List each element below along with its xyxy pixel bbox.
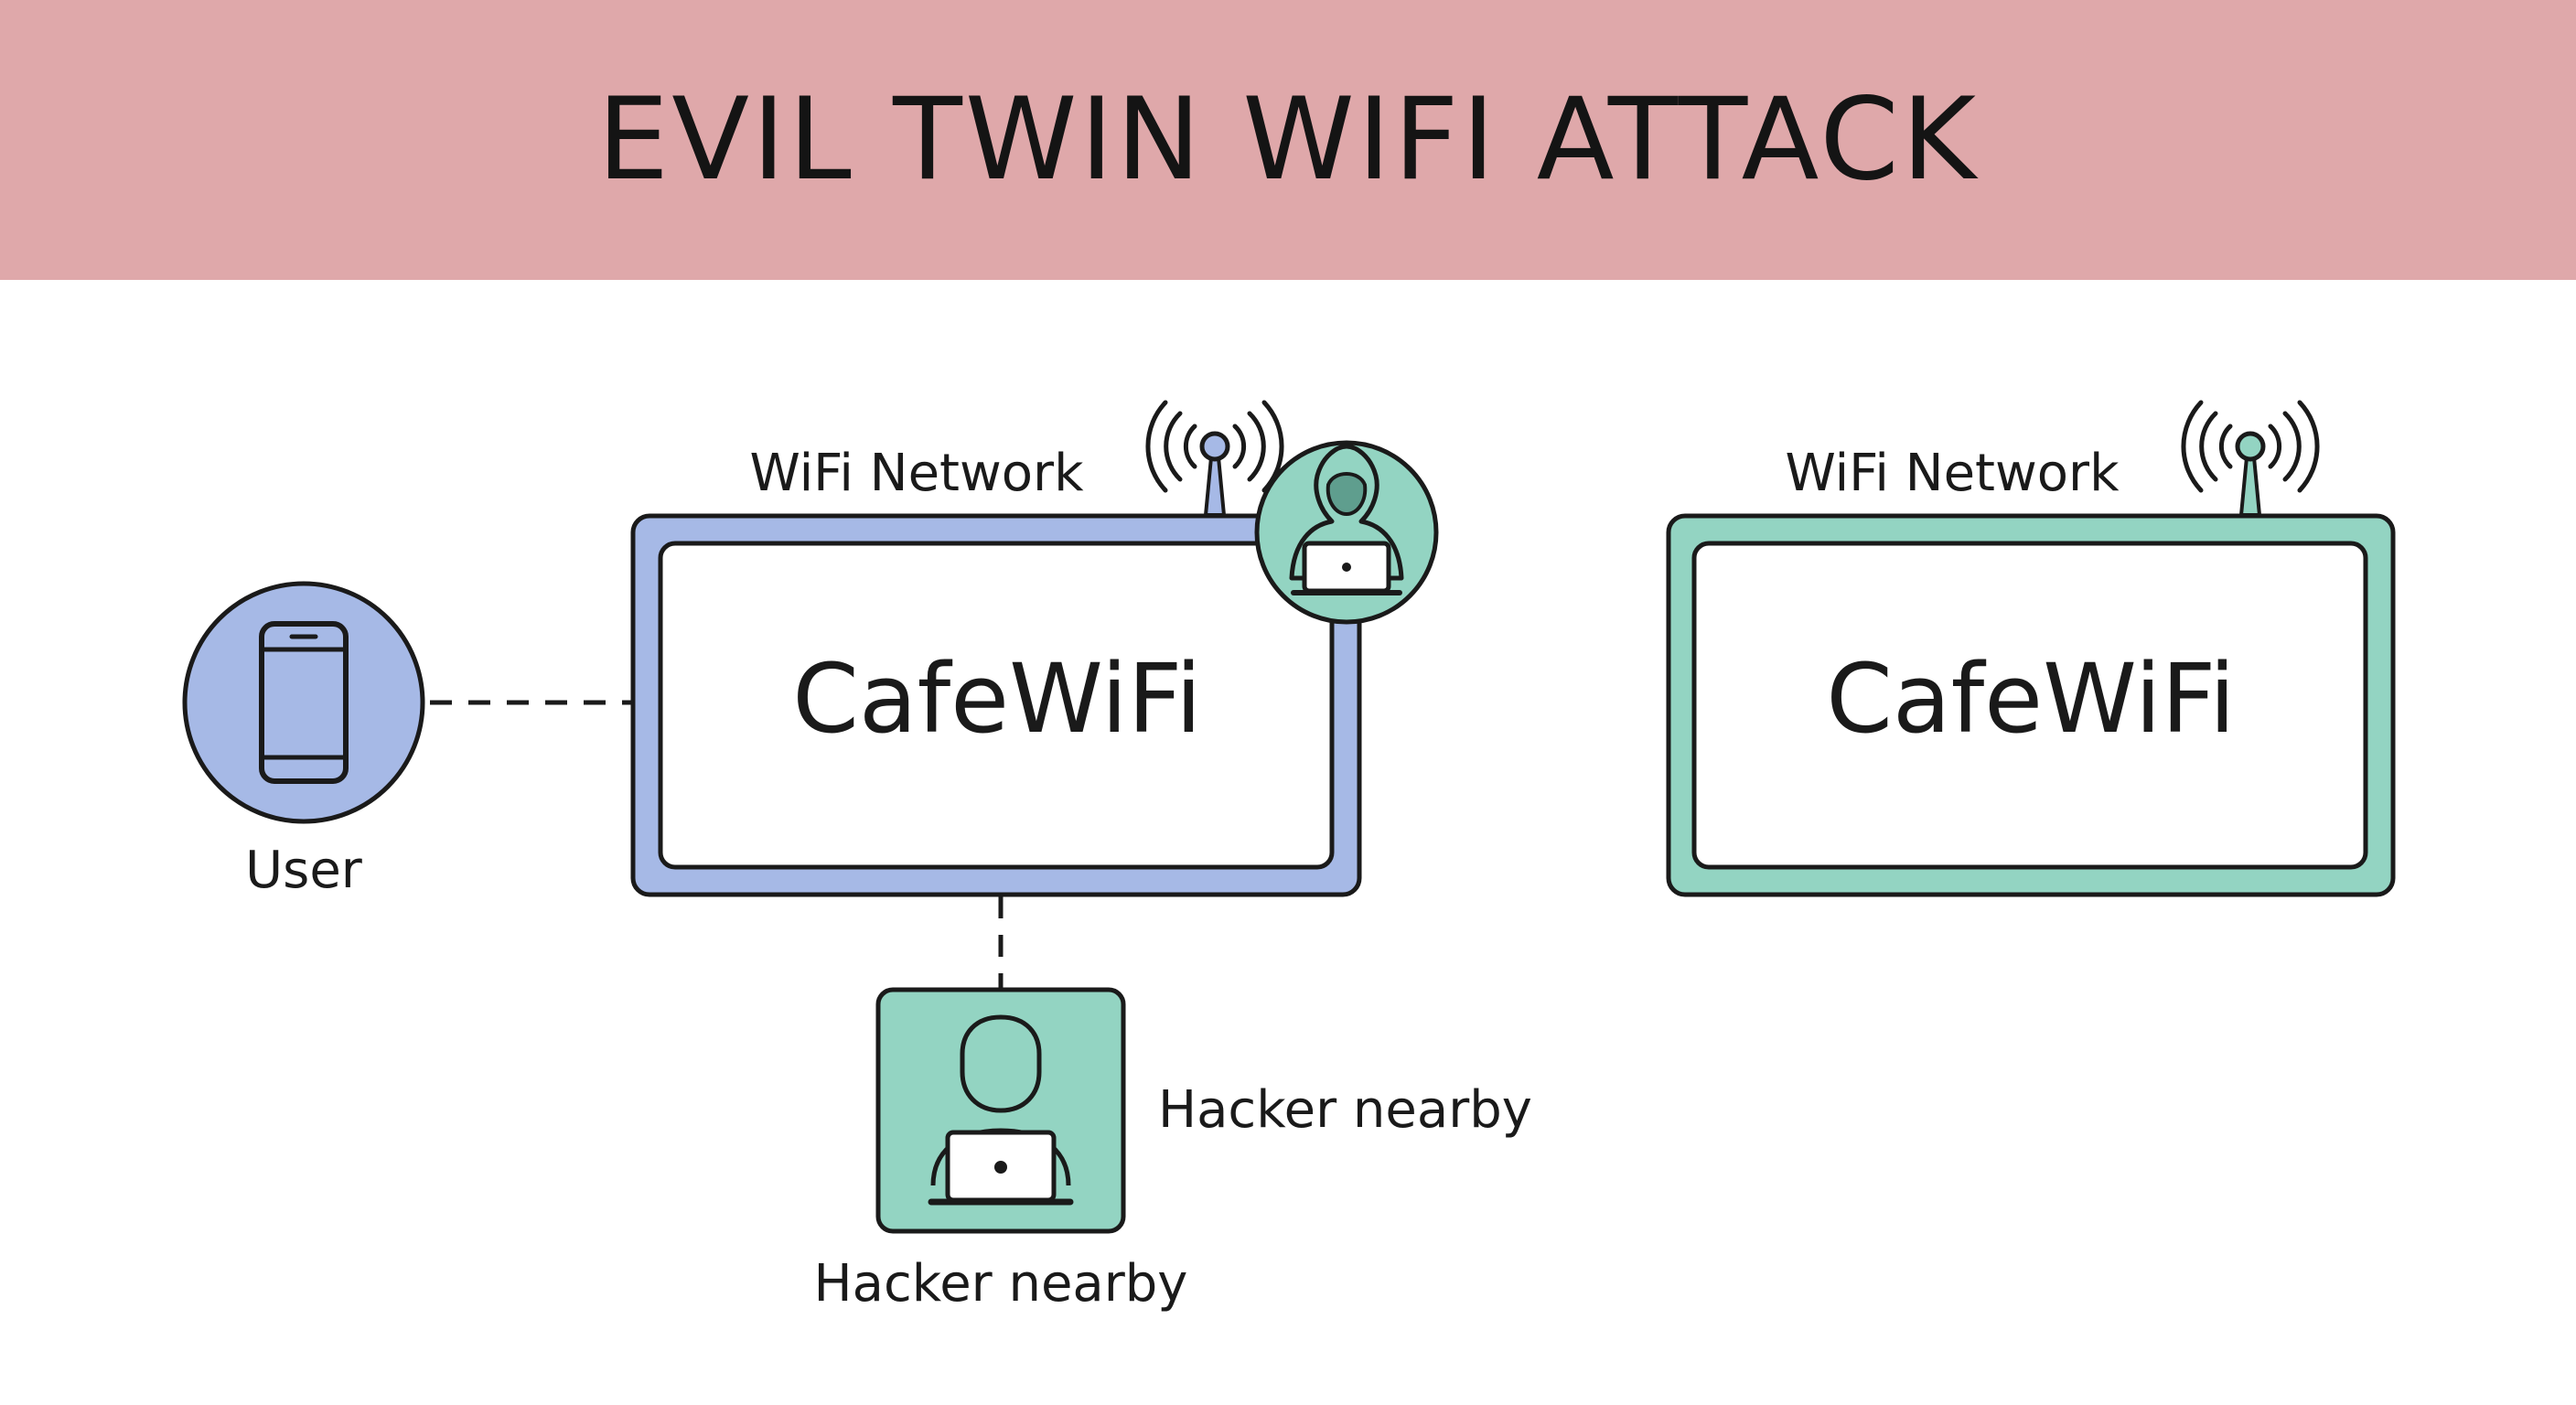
real-network-panel: WiFi Network CafeWiFi [1666, 400, 2396, 897]
hacker-laptop-icon [928, 1014, 1074, 1206]
real-network-screen [1691, 541, 2368, 870]
real-network-caption: WiFi Network [1785, 444, 2120, 503]
fake-network-caption: WiFi Network [749, 444, 1084, 503]
fake-network-screen [658, 541, 1335, 870]
smartphone-icon [259, 621, 349, 784]
wifi-signal-icon [2181, 400, 2320, 517]
wifi-signal-icon [1145, 400, 1284, 517]
hacker-node: Hacker nearby Hacker nearby [814, 987, 1532, 1314]
hooded-hacker-icon [1254, 440, 1439, 625]
fake-network-panel: WiFi Network CafeWiFi [630, 400, 1439, 897]
page-title: EVIL TWIN WIFI ATTACK [596, 74, 1980, 206]
user-node: User [182, 581, 425, 900]
real-network-ssid: CafeWiFi [1826, 643, 2236, 755]
user-label: User [245, 841, 363, 900]
fake-network-ssid: CafeWiFi [792, 643, 1202, 755]
hacker-label-below: Hacker nearby [814, 1254, 1188, 1314]
hacker-label-side: Hacker nearby [1158, 1080, 1532, 1140]
title-banner: EVIL TWIN WIFI ATTACK [0, 0, 2576, 280]
